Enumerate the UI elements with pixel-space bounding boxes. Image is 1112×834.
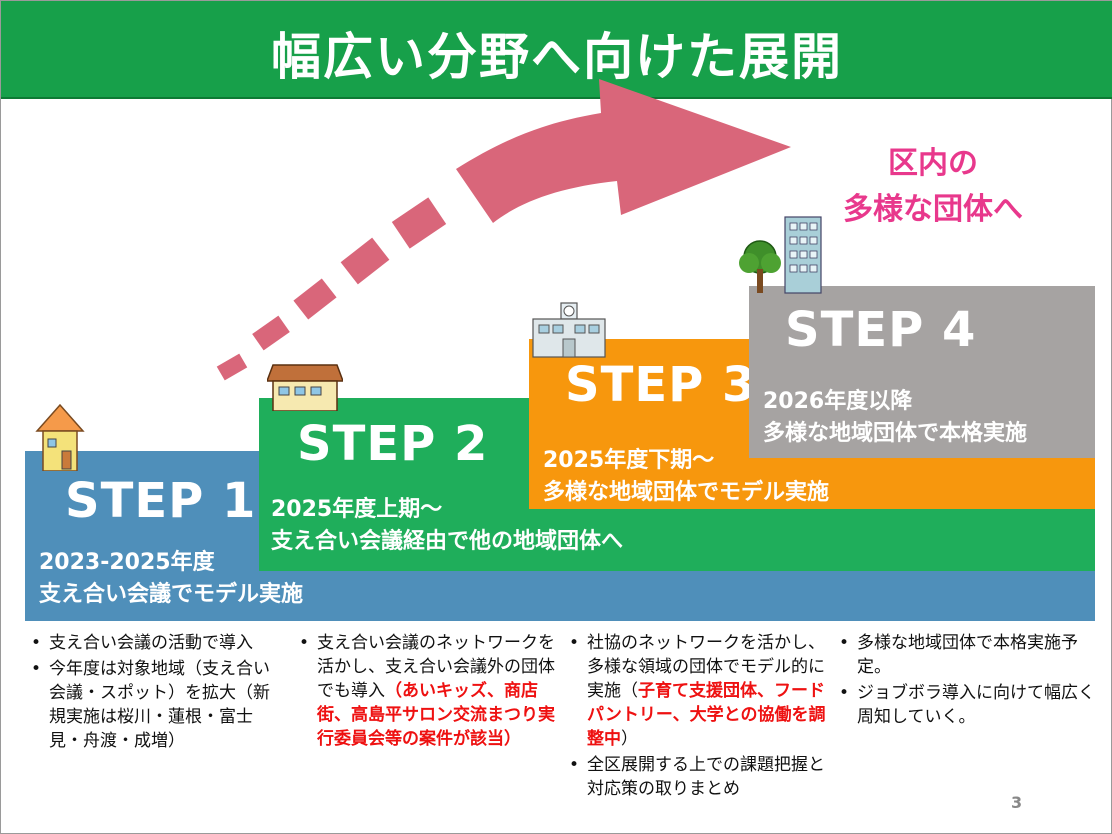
step-3-label: STEP 3 <box>565 357 757 413</box>
list-item: 支え合い会議のネットワークを活かし、支え合い会議外の団体でも導入（あいキッズ、商… <box>297 631 559 751</box>
list-item: ジョブボラ導入に向けて幅広く周知していく。 <box>837 681 1099 729</box>
step-2-label: STEP 2 <box>297 416 489 472</box>
tree-icon <box>739 240 781 293</box>
arrow-dash <box>252 315 290 351</box>
step-2-desc-period: 2025年度上期～ <box>271 497 443 522</box>
step-1-desc-text: 支え合い会議でモデル実施 <box>39 582 304 607</box>
step-3-notes: 社協のネットワークを活かし、多様な領域の団体でモデル的に実施（子育て支援団体、フ… <box>567 631 831 803</box>
list-item: 今年度は対象地域（支え合い会議・スポット）を拡大（新規実施は桜川・蓮根・富士見・… <box>29 657 285 753</box>
title-bar: 幅広い分野へ向けた展開 <box>1 1 1112 99</box>
page-number: 3 <box>1011 793 1023 812</box>
step-3-desc-text: 多様な地域団体でモデル実施 <box>543 480 830 505</box>
house-icon <box>267 364 343 411</box>
step-1-desc-period: 2023-2025年度 <box>39 550 215 575</box>
school-icon <box>532 302 606 358</box>
step-4-block: STEP 4 2026年度以降 多様な地域団体で本格実施 <box>749 286 1095 458</box>
arrow-dash <box>391 197 447 249</box>
step-1-label: STEP 1 <box>65 473 257 529</box>
list-item: 多様な地域団体で本格実施予定。 <box>837 631 1099 679</box>
arrow-dash <box>340 237 390 285</box>
list-item: 社協のネットワークを活かし、多様な領域の団体でモデル的に実施（子育て支援団体、フ… <box>567 631 831 751</box>
arrow-dash <box>216 353 248 381</box>
target-caption: 区内の 多様な団体へ <box>833 141 1033 233</box>
target-line-2: 多様な団体へ <box>843 192 1023 227</box>
step-2-desc-text: 支え合い会議経由で他の地域団体へ <box>271 529 624 554</box>
list-item: 支え合い会議の活動で導入 <box>29 631 285 655</box>
step-3-desc-period: 2025年度下期～ <box>543 448 715 473</box>
house-icon <box>35 403 85 471</box>
building-icon <box>784 216 822 294</box>
list-item: 全区展開する上での課題把握と対応策の取りまとめ <box>567 753 831 801</box>
step-4-desc-text: 多様な地域団体で本格実施 <box>763 421 1028 446</box>
arrow-body <box>456 79 791 223</box>
page-title: 幅広い分野へ向けた展開 <box>271 28 843 86</box>
target-line-1: 区内の <box>888 146 978 181</box>
arrow-dash <box>293 278 337 320</box>
step-4-label: STEP 4 <box>785 302 977 358</box>
step-1-notes: 支え合い会議の活動で導入 今年度は対象地域（支え合い会議・スポット）を拡大（新規… <box>29 631 285 755</box>
step-4-notes: 多様な地域団体で本格実施予定。 ジョブボラ導入に向けて幅広く周知していく。 <box>837 631 1099 731</box>
step-2-notes: 支え合い会議のネットワークを活かし、支え合い会議外の団体でも導入（あいキッズ、商… <box>297 631 559 753</box>
step-4-desc-period: 2026年度以降 <box>763 389 913 414</box>
